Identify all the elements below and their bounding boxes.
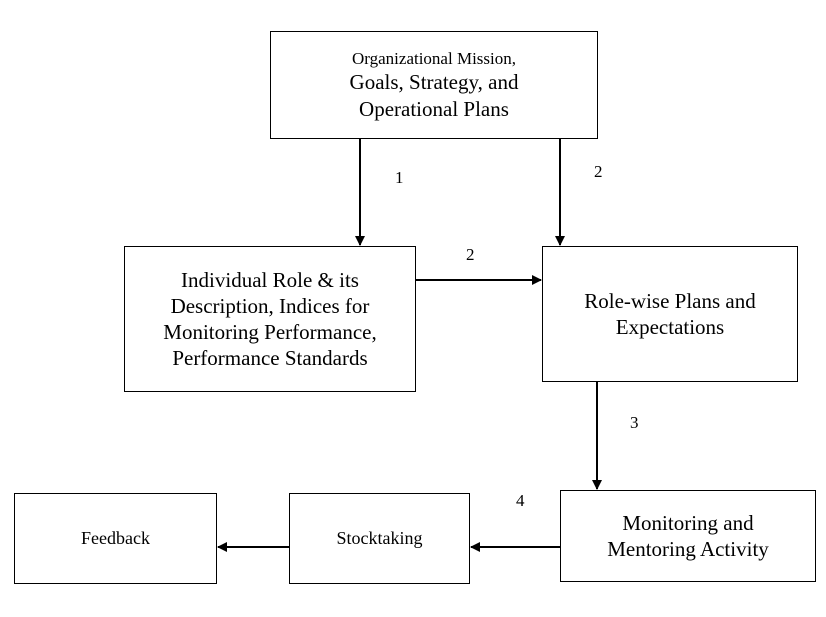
edge-label-2-vertical: 2 xyxy=(594,162,603,181)
edge-label-3: 3 xyxy=(630,413,639,432)
role-plans-line-1: Role-wise Plans and xyxy=(584,288,756,313)
mission-line-1: Organizational Mission, xyxy=(352,49,516,69)
monitoring-box: Monitoring and Mentoring Activity xyxy=(560,490,816,582)
role-plans-box: Role-wise Plans and Expectations xyxy=(542,246,798,382)
feedback-label: Feedback xyxy=(81,528,150,549)
monitoring-line-1: Monitoring and xyxy=(622,510,754,535)
stocktaking-box: Stocktaking xyxy=(289,493,470,584)
edge-label-1: 1 xyxy=(395,168,404,187)
mission-line-3: Operational Plans xyxy=(359,96,509,121)
role-description-line-1: Individual Role & its xyxy=(181,267,359,292)
mission-line-2: Goals, Strategy, and xyxy=(349,70,519,95)
edge-label-4: 4 xyxy=(516,491,525,510)
mission-box: Organizational Mission, Goals, Strategy,… xyxy=(270,31,598,139)
stocktaking-label: Stocktaking xyxy=(336,528,423,549)
feedback-box: Feedback xyxy=(14,493,217,584)
role-description-line-3: Monitoring Performance, xyxy=(163,320,377,344)
monitoring-line-2: Mentoring Activity xyxy=(607,537,769,561)
edge-label-2-horizontal: 2 xyxy=(466,245,475,264)
role-plans-line-2: Expectations xyxy=(615,315,725,339)
role-description-line-2: Description, Indices for xyxy=(170,293,370,318)
role-description-line-4: Performance Standards xyxy=(172,346,368,371)
role-description-box: Individual Role & its Description, Indic… xyxy=(124,246,416,392)
